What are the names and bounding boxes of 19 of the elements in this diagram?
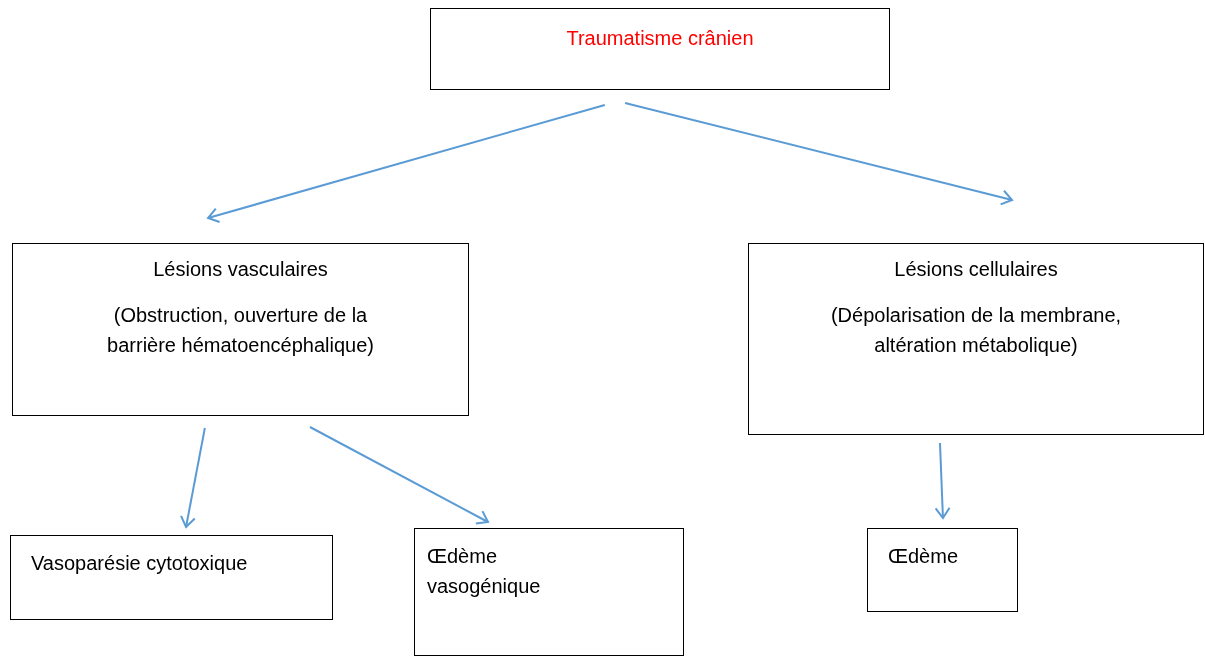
box-text: Vasoparésie cytotoxique [31, 551, 249, 576]
box-text: Lésions vasculaires [152, 257, 329, 282]
box-text: Traumatisme crânien [565, 26, 755, 51]
arrow [308, 426, 489, 525]
box-text: Lésions cellulaires [893, 257, 1059, 282]
box-text: (Dépolarisation de la membrane, altération métabolique) [829, 303, 1123, 358]
arrow [207, 104, 606, 223]
process-box [867, 528, 1018, 612]
arrow [624, 102, 1013, 206]
box-text: (Obstruction, ouverture de la barrière hématoencéphalique) [106, 303, 375, 358]
process-box [430, 8, 890, 90]
arrow [934, 442, 951, 519]
process-box [748, 243, 1204, 435]
process-box [414, 528, 684, 656]
process-box [12, 243, 469, 416]
box-text: Œdème vasogénique [427, 544, 542, 599]
box-text: Œdème [888, 544, 960, 569]
process-box [10, 535, 333, 620]
arrow [180, 427, 206, 528]
